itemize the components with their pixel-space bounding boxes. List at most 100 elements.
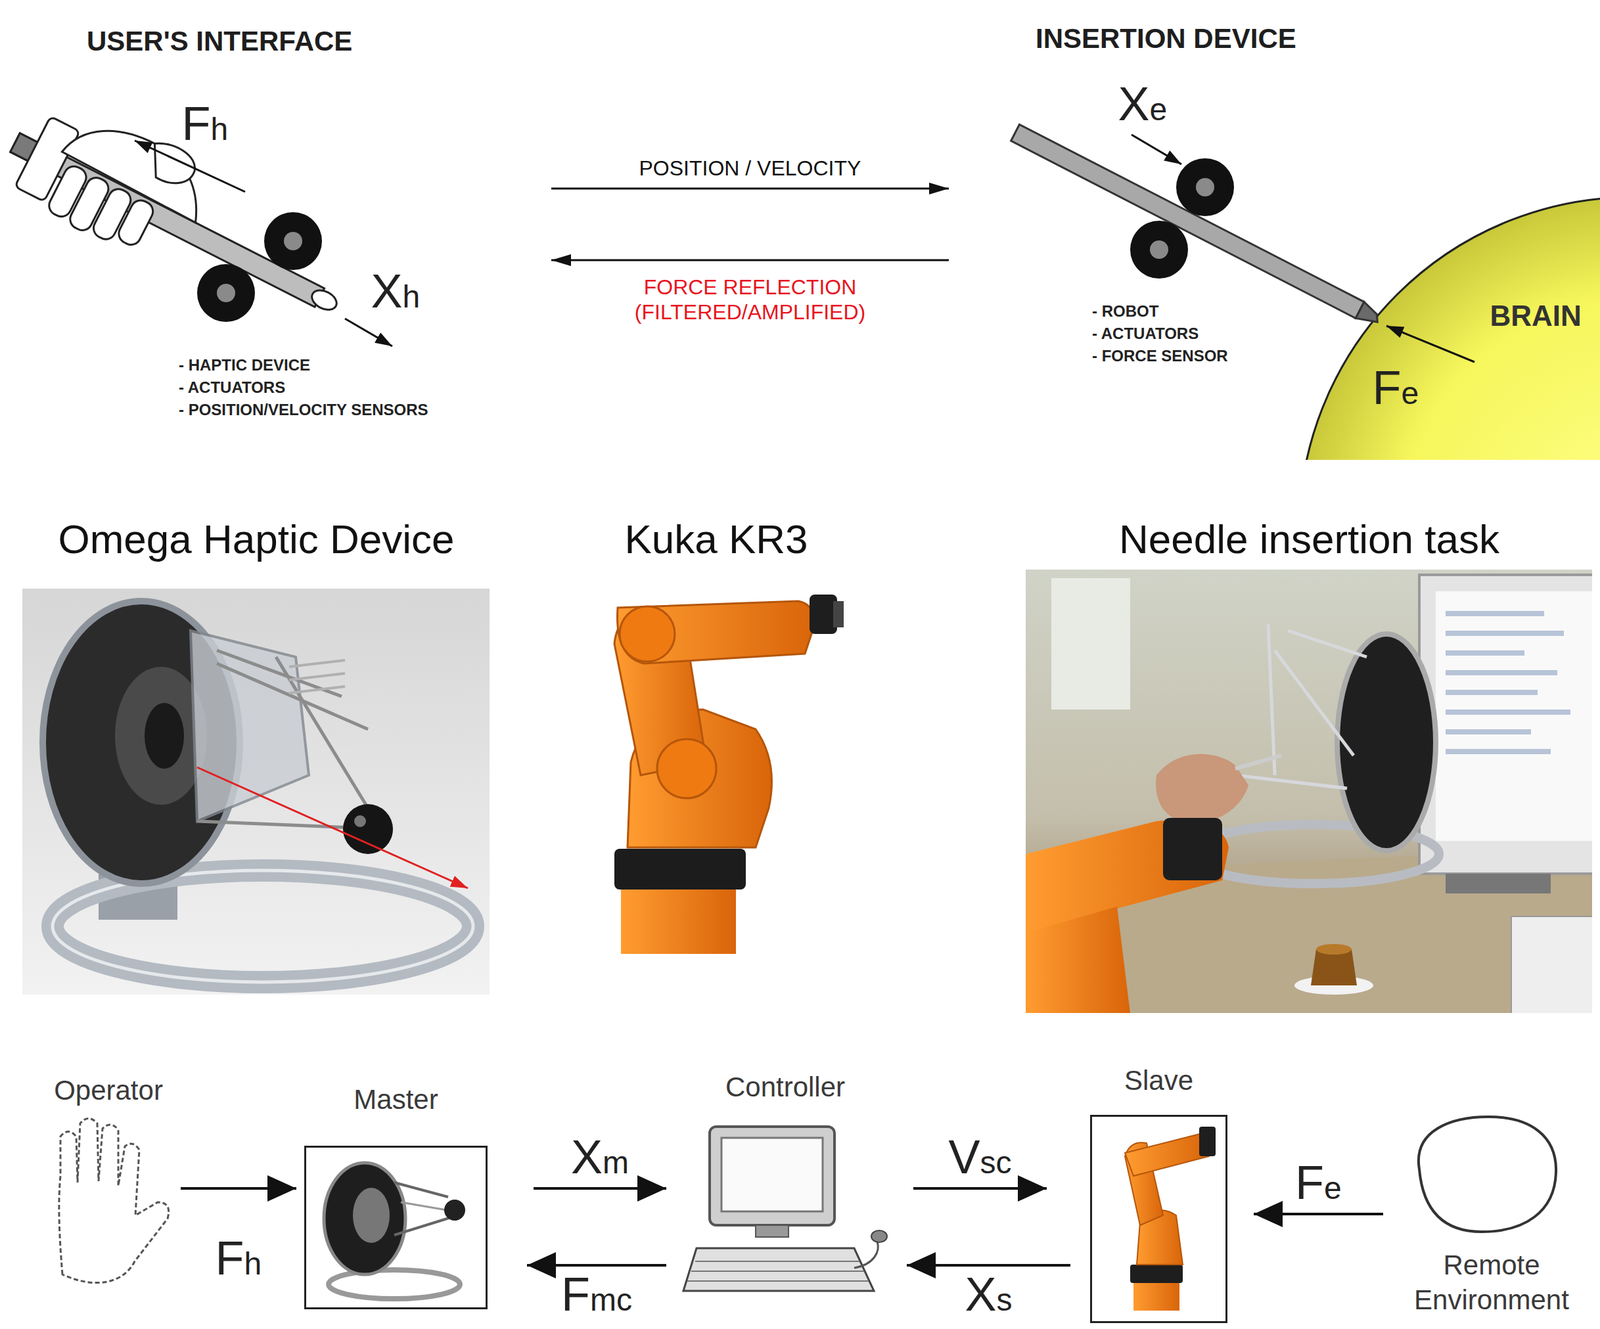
insertion-device-drawing-part bbox=[1130, 220, 1189, 279]
position-symbol: Xe bbox=[1118, 80, 1168, 128]
edge-label: POSITION / VELOCITY bbox=[636, 155, 865, 181]
component-item: - FORCE SENSOR bbox=[1092, 346, 1229, 366]
needle-photo-part bbox=[1511, 916, 1593, 1014]
device-region: INSERTION DEVICE bbox=[952, 13, 1600, 460]
master-device-icon-part bbox=[323, 1163, 406, 1275]
haptic-interface-drawing-part bbox=[216, 283, 236, 303]
operator-hand-icon-part bbox=[59, 1119, 169, 1284]
needle-photo-part bbox=[1419, 574, 1593, 874]
master-device-icon-part bbox=[352, 1188, 390, 1244]
insertion-device-drawing-part bbox=[1299, 197, 1600, 460]
haptic-interface-drawing-part-part bbox=[115, 197, 157, 249]
node-heading: Master bbox=[279, 1083, 512, 1117]
edge-label: FORCE REFLECTION (FILTERED/AMPLIFIED) bbox=[596, 274, 905, 326]
kuka-photo bbox=[586, 581, 847, 965]
omega-photo-part bbox=[190, 630, 309, 822]
omega-photo-part bbox=[52, 870, 474, 983]
computer-icon-part bbox=[695, 1260, 860, 1263]
needle-photo-part bbox=[1445, 611, 1545, 617]
needle-photo-part bbox=[1445, 729, 1532, 735]
omega-photo-part bbox=[144, 703, 184, 769]
insertion-device-drawing-part bbox=[1149, 240, 1169, 259]
omega-photo-part bbox=[289, 673, 345, 681]
position-symbol: Xh bbox=[371, 267, 421, 315]
slave-box: Slave bbox=[1090, 1115, 1228, 1324]
edge-label: Xm bbox=[568, 1133, 632, 1181]
computer-icon-part bbox=[687, 1280, 869, 1282]
connector bbox=[906, 1264, 1071, 1267]
needle-photo-part bbox=[1155, 754, 1249, 823]
insertion-device-drawing-part bbox=[1176, 158, 1235, 217]
master-device-icon-part bbox=[394, 1182, 449, 1198]
force-symbol: Fe bbox=[1372, 364, 1420, 412]
node-heading: Omega Haptic Device bbox=[19, 515, 493, 563]
needle-photo-part bbox=[1025, 906, 1131, 1014]
connector bbox=[913, 1187, 1047, 1190]
needle-photo-part bbox=[1235, 755, 1282, 769]
component-item: - POSITION/VELOCITY SENSORS bbox=[178, 400, 429, 420]
node-heading: Slave bbox=[1065, 1064, 1252, 1098]
edge-label: Fh bbox=[212, 1234, 265, 1282]
operator-hand-icon bbox=[59, 1119, 169, 1284]
master-device-icon-part bbox=[394, 1216, 454, 1236]
connector bbox=[180, 1187, 297, 1190]
kuka-photo-part bbox=[617, 601, 816, 664]
omega-photo-part bbox=[197, 767, 468, 889]
needle-photo-part bbox=[1445, 709, 1571, 715]
node-heading: Remote Environment bbox=[1393, 1248, 1591, 1318]
omega-photo bbox=[22, 588, 490, 995]
node-heading: Kuka KR3 bbox=[581, 515, 851, 563]
kuka-photo-part bbox=[586, 581, 847, 965]
slave-robot-icon bbox=[1124, 1126, 1216, 1311]
photo-panel: Needle insertion task bbox=[1021, 515, 1597, 1019]
needle-photo bbox=[1025, 569, 1593, 1014]
omega-photo-part bbox=[216, 663, 368, 730]
edge-label: Vsc bbox=[946, 1133, 1015, 1181]
operator-block: Operator bbox=[36, 1074, 181, 1311]
node-heading: INSERTION DEVICE bbox=[1035, 22, 1297, 56]
kuka-photo-part bbox=[809, 594, 838, 635]
controller-block: Controller bbox=[670, 1071, 901, 1328]
needle-photo-part bbox=[1163, 818, 1223, 881]
omega-photo-part bbox=[22, 588, 490, 995]
insertion-device-drawing-part-part bbox=[1011, 124, 1365, 319]
remote-environment-outline bbox=[1418, 1117, 1556, 1233]
needle-photo-part bbox=[1445, 689, 1538, 696]
edge-label: Fmc bbox=[558, 1270, 635, 1319]
kuka-photo-part bbox=[619, 606, 675, 662]
slave-robot-icon-part bbox=[1130, 1264, 1183, 1284]
node-heading: Needle insertion task bbox=[1021, 515, 1597, 563]
component-item: - ACTUATORS bbox=[1092, 324, 1199, 344]
haptic-interface-drawing-part-part bbox=[308, 286, 340, 314]
computer-icon-part bbox=[755, 1225, 789, 1238]
haptic-interface-drawing-part bbox=[197, 264, 255, 322]
insertion-device-drawing-part-part bbox=[1355, 302, 1383, 329]
node-heading: Operator bbox=[36, 1074, 181, 1108]
edge-label: Xs bbox=[962, 1270, 1016, 1319]
force-symbol: Fh bbox=[182, 99, 229, 148]
master-device-icon-part bbox=[400, 1202, 447, 1211]
slave-robot-icon-part bbox=[1133, 1281, 1180, 1311]
needle-photo-part bbox=[1445, 630, 1564, 637]
haptic-interface-drawing-part bbox=[264, 212, 322, 271]
omega-photo-part bbox=[354, 815, 366, 828]
master-device-icon-part bbox=[328, 1270, 460, 1300]
omega-photo-part bbox=[289, 686, 345, 694]
omega-photo-part bbox=[342, 804, 393, 855]
needle-photo-part bbox=[1445, 749, 1551, 755]
computer-icon-part bbox=[854, 1241, 878, 1269]
needle-photo-part bbox=[1445, 873, 1551, 894]
computer-icon-part bbox=[871, 1230, 888, 1243]
edge-label: Fe bbox=[1292, 1159, 1345, 1207]
computer-icon-part bbox=[683, 1248, 874, 1292]
kuka-photo-part bbox=[657, 739, 717, 799]
photo-panel: Kuka KR3 bbox=[581, 515, 851, 970]
connector bbox=[1253, 1212, 1384, 1216]
kuka-photo-part bbox=[614, 848, 746, 890]
connector bbox=[526, 1264, 667, 1267]
computer-icon-part bbox=[721, 1138, 823, 1212]
component-item: - ROBOT bbox=[1092, 302, 1159, 322]
